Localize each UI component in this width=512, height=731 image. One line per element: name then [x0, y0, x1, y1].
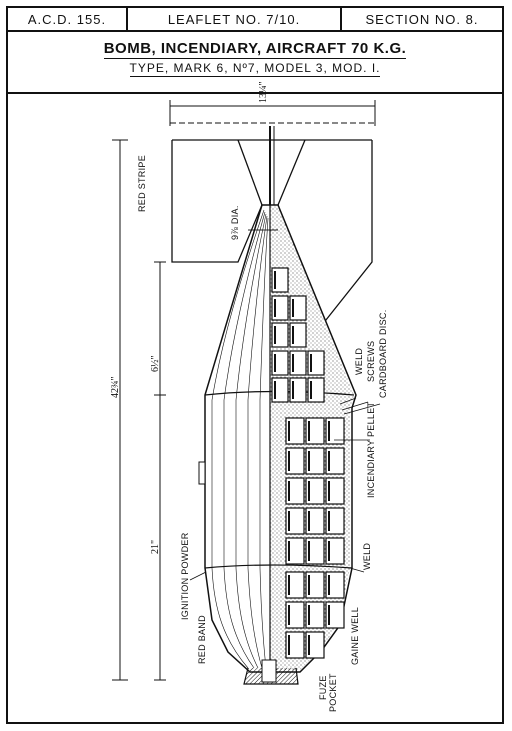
incendiary-pellet-label: INCENDIARY PELLET [366, 401, 376, 498]
overall-length-label: 42¾" [110, 376, 121, 398]
fuze-label: FUZE [318, 675, 328, 700]
pellet-cell [285, 537, 305, 565]
length-dimensions [112, 139, 166, 681]
pellet-cell [305, 537, 325, 565]
tail-section-label: 6½" [150, 355, 161, 372]
pellet-cell [305, 507, 325, 535]
pellet-cell [305, 447, 325, 475]
pellet-cell [285, 447, 305, 475]
screws-label: SCREWS [366, 341, 376, 382]
pellet-cell [285, 571, 305, 599]
header-row: A.C.D. 155. LEAFLET NO. 7/10. SECTION NO… [8, 8, 502, 32]
pellet-cell [305, 477, 325, 505]
red-stripe-label: RED STRIPE [137, 155, 147, 212]
pellet-cell [325, 601, 345, 629]
pellet-cell [325, 417, 345, 445]
weld-upper-label: WELD [354, 348, 364, 375]
pellet-cell [285, 417, 305, 445]
bomb-type: TYPE, MARK 6, Nº7, MODEL 3, MOD. I. [129, 61, 381, 77]
pellet-cell [305, 571, 325, 599]
tail-fins [171, 126, 373, 331]
pocket-label: POCKET [328, 673, 338, 712]
leaflet-sheet: A.C.D. 155. LEAFLET NO. 7/10. SECTION NO… [6, 6, 504, 724]
pellet-cell [325, 507, 345, 535]
incendiary-pellets-lower [285, 417, 345, 659]
pellet-cell [305, 417, 325, 445]
pellet-cell [285, 477, 305, 505]
cardboard-disc-label: CARDBOARD DISC. [378, 309, 388, 398]
section-number: SECTION NO. 8. [365, 11, 479, 27]
leaflet-number: LEAFLET NO. 7/10. [128, 8, 342, 30]
ignition-powder-label: IGNITION POWDER [180, 532, 190, 620]
incendiary-pellets-upper [271, 267, 325, 403]
pellet-cell [285, 601, 305, 629]
pellet-cell [325, 537, 345, 565]
pellet-cell [285, 507, 305, 535]
nose-diameter-label: 9⅞ DIA. [230, 205, 240, 240]
pellet-cell [305, 601, 325, 629]
body-length-label: 21" [150, 540, 161, 554]
pellet-cell [325, 477, 345, 505]
doc-ref: A.C.D. 155. [8, 8, 128, 30]
weld-lower-label: WELD [362, 543, 372, 570]
gaine-well-label: GAINE WELL [350, 607, 360, 665]
leader-lines [189, 397, 381, 581]
pellet-cell [285, 631, 305, 659]
red-band-label: RED BAND [197, 615, 207, 664]
title-block: BOMB, INCENDIARY, AIRCRAFT 70 K.G. TYPE,… [8, 32, 502, 94]
top-width-dimension [169, 100, 376, 126]
pellet-cell [305, 631, 325, 659]
top-width-label: 13¼" [258, 81, 269, 103]
pellet-cell [325, 447, 345, 475]
pellet-cell [325, 571, 345, 599]
